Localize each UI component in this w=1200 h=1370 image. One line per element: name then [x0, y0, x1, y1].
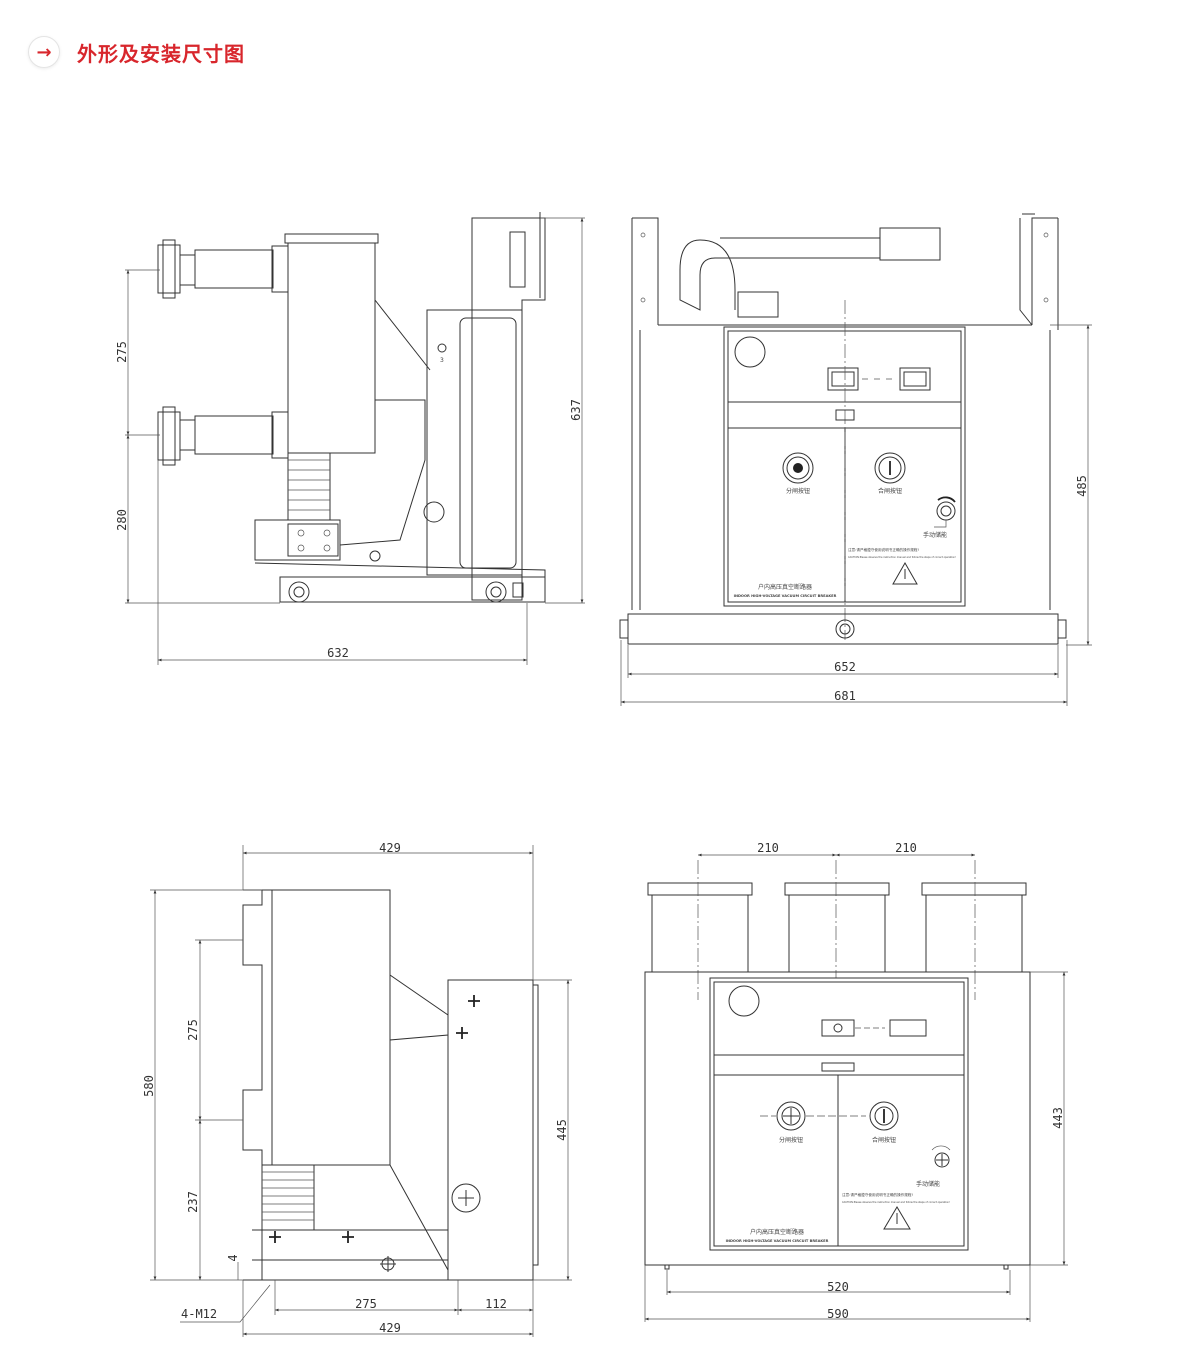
dim-label: 520 [827, 1280, 849, 1294]
dim-label: 275 [186, 1019, 200, 1041]
open-button-label: 分闸按钮 [786, 487, 810, 495]
bolt-label: 4-M12 [181, 1307, 217, 1321]
dim-label: 112 [485, 1297, 507, 1311]
warning-text-en: CAUTION:Please observe the instruction m… [848, 556, 956, 559]
dim-label: 275 [355, 1297, 377, 1311]
close-button-label: 合闸按钮 [872, 1136, 896, 1144]
dim-label: 632 [327, 646, 349, 660]
front-view-bottom: 分闸按钮 合闸按钮 手动储能 注意:请严格遵守使用说明书正确的操作规程! CAU… [644, 841, 1068, 1322]
dim-label: 210 [895, 841, 917, 855]
dim-label: 637 [569, 399, 583, 421]
dim-label: 429 [379, 841, 401, 855]
warning-text-cn: 注意:请严格遵守使用说明书正确的操作规程! [848, 547, 919, 552]
product-name-cn: 户内高压真空断路器 [750, 1228, 804, 1236]
arrow-right-icon: → [28, 36, 60, 68]
manual-charge-label: 手动储能 [923, 531, 947, 539]
dim-label: 275 [115, 341, 129, 363]
dim-label: 485 [1075, 475, 1089, 497]
dim-label: 652 [834, 660, 856, 674]
dim-label: 210 [757, 841, 779, 855]
warning-text-cn: 注意:请严格遵守使用说明书正确的操作规程! [842, 1192, 913, 1197]
dim-label: 429 [379, 1321, 401, 1335]
dim-label: 4 [226, 1254, 240, 1261]
dim-label: 443 [1051, 1107, 1065, 1129]
close-button-label: 合闸按钮 [878, 487, 902, 495]
warning-text-en: CAUTION:Please observe the instruction m… [842, 1201, 950, 1204]
product-name-cn: 户内高压真空断路器 [758, 583, 812, 591]
dim-label: 237 [186, 1191, 200, 1213]
section-title: 外形及安装尺寸图 [77, 41, 245, 66]
lower-bushing [157, 406, 289, 466]
position-mark: 3 [440, 357, 444, 364]
side-view-top: 3 275 280 637 632 [115, 212, 585, 665]
dim-label: 445 [555, 1119, 569, 1141]
product-name-en: INDOOR HIGH-VOLTAGE VACUUM CIRCUIT BREAK… [734, 594, 837, 598]
section-header: → 外形及安装尺寸图 [28, 36, 245, 68]
dim-label: 280 [115, 509, 129, 531]
front-view-top: 分闸按钮 合闸按钮 手动储能 注意:请严格遵守使用说明书正确的操作规程! CAU… [619, 213, 1092, 706]
side-view-bottom: 429 580 275 237 4 445 4-M12 275 112 429 [142, 841, 572, 1337]
warning-triangle-icon [883, 1206, 911, 1230]
open-button-label: 分闸按钮 [779, 1136, 803, 1144]
upper-bushing [157, 239, 289, 299]
dim-label: 681 [834, 689, 856, 703]
product-name-en: INDOOR HIGH-VOLTAGE VACUUM CIRCUIT BREAK… [726, 1239, 829, 1243]
dim-label: 580 [142, 1075, 156, 1097]
dim-label: 590 [827, 1307, 849, 1321]
warning-triangle-icon [892, 561, 918, 585]
manual-charge-label: 手动储能 [916, 1180, 940, 1188]
